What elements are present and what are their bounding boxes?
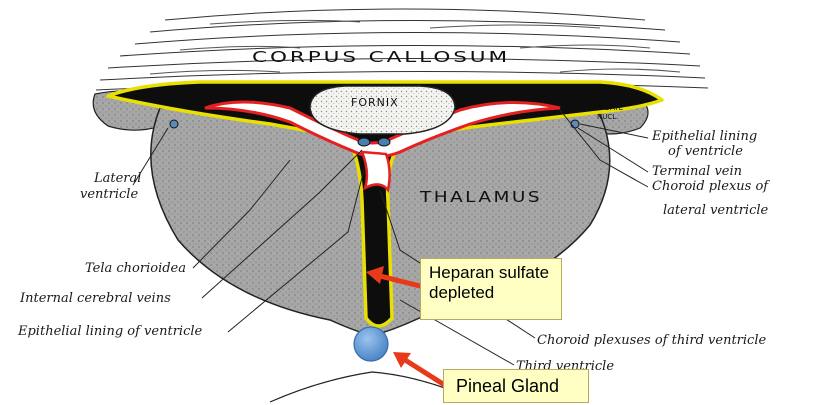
corpus-callosum-label: CORPUS CALLOSUM xyxy=(252,48,510,66)
thalamus-label: THALAMUS xyxy=(419,188,542,206)
fornix-label: FORNIX xyxy=(351,96,399,109)
tela-chorioidea-label: Tela chorioidea xyxy=(85,261,186,276)
choroid-lateral-label: Choroid plexus of xyxy=(652,179,770,194)
pineal-callout-text: Pineal Gland xyxy=(456,376,559,396)
heparan-callout-line1: Heparan sulfate xyxy=(429,263,553,283)
lateral-ventricle-label: Lateral xyxy=(93,171,141,186)
pineal-gland-marker xyxy=(354,327,388,361)
pineal-gland-callout: Pineal Gland xyxy=(443,369,589,403)
epithelial-lining-right-label: Epithelial lining xyxy=(651,129,757,144)
fornix: FORNIX xyxy=(310,86,455,134)
lateral-ventricle-label-line2: ventricle xyxy=(80,187,138,202)
terminal-vein-label: Terminal vein xyxy=(652,164,742,179)
caudate-label: CAUDATE xyxy=(590,104,623,112)
choroid-lateral-label-line2: lateral ventricle xyxy=(663,203,769,218)
heparan-callout-line2: depleted xyxy=(429,283,553,303)
caudate-label-line2: NUCL. xyxy=(597,113,618,121)
epithelial-lining-right-label-line2: of ventricle xyxy=(668,144,743,159)
lower-tissue-outline xyxy=(270,372,470,402)
epithelial-lining-left-label: Epithelial lining of ventricle xyxy=(17,324,203,339)
internal-cerebral-veins-label: Internal cerebral veins xyxy=(19,291,171,306)
choroid-plexus-stem xyxy=(362,152,390,190)
choroid-third-label: Choroid plexuses of third ventricle xyxy=(537,333,766,348)
heparan-sulfate-callout: Heparan sulfate depleted xyxy=(420,258,562,320)
